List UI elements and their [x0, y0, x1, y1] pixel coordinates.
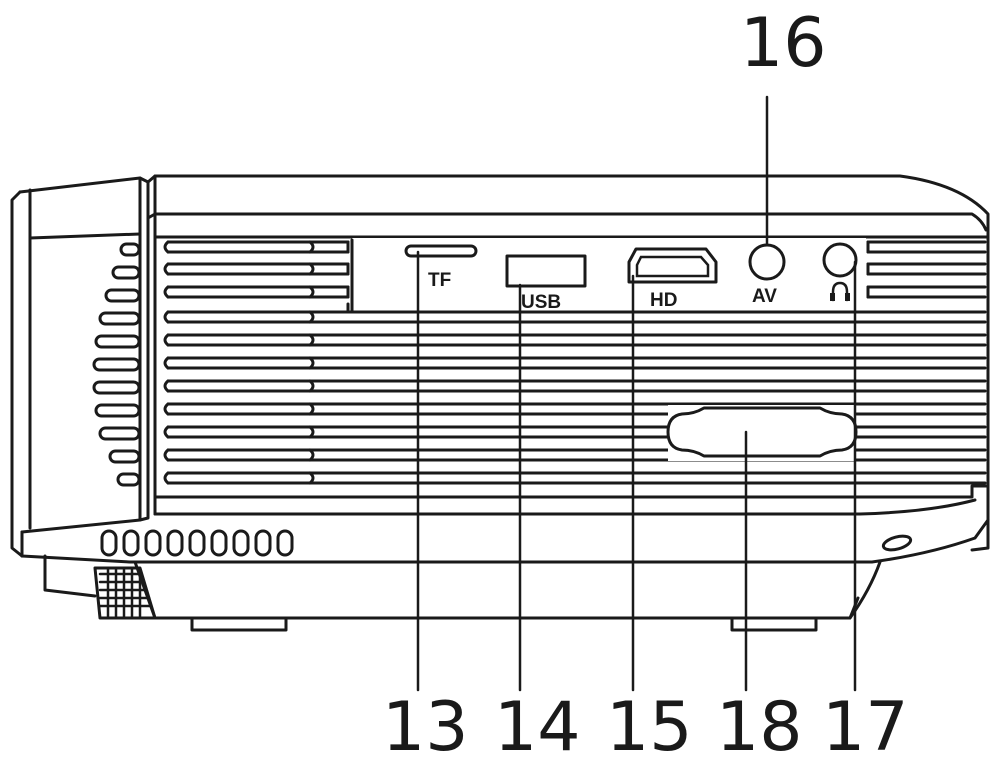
av-label: AV [752, 286, 777, 307]
callout-16: 16 [740, 4, 827, 83]
focus-wheel [45, 556, 155, 618]
callout-17: 17 [822, 688, 909, 765]
leader-lines [418, 97, 855, 690]
callout-15: 15 [606, 688, 693, 765]
tf-label: TF [428, 270, 451, 291]
callout-13: 13 [382, 688, 469, 765]
lens-vent-slots [94, 244, 139, 485]
hd-label: HD [650, 290, 677, 311]
callout-14: 14 [494, 688, 581, 765]
bottom-vent-slots [102, 531, 292, 555]
lens-ring [12, 178, 148, 556]
callout-18: 18 [716, 688, 803, 765]
callout-numbers: 16 13 14 15 18 17 [382, 4, 909, 765]
rear-cover-plate [668, 405, 856, 461]
usb-label: USB [521, 292, 561, 313]
